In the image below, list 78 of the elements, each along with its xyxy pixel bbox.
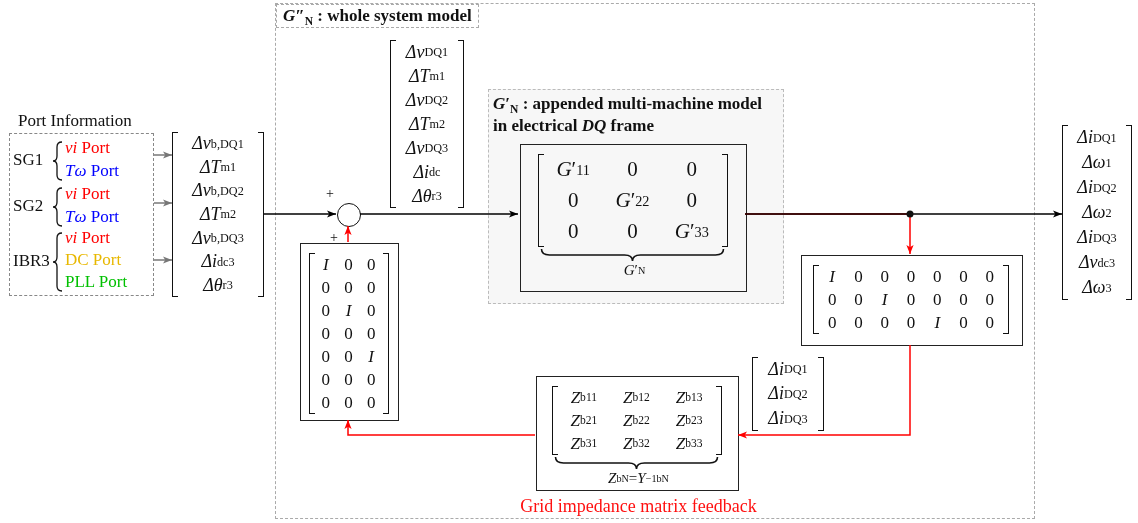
matrix-entry: 0 [879, 311, 890, 334]
matrix-entry: I [933, 311, 942, 334]
matrix-entry: 0 [343, 391, 354, 414]
matrix-entry: 0 [958, 265, 969, 288]
matrix-entry: 0 [905, 265, 917, 288]
matrix-entry: 0 [984, 311, 996, 334]
matrix-entry: 0 [905, 288, 917, 311]
port-label: Tω Port [65, 160, 120, 181]
matrix-entry: 0 [320, 276, 332, 299]
matrix-entry: 0 [626, 218, 639, 245]
matrix-entry: 0 [932, 265, 943, 288]
matrix-block [520, 144, 747, 292]
matrix-entry: 0 [958, 288, 969, 311]
matrix-entry: 0 [566, 218, 580, 245]
region-heading: G″$_{N}$ : whole system model [276, 4, 479, 28]
matrix-entry: 0 [932, 288, 943, 311]
matrix-entry: I [828, 265, 837, 288]
device-label: SG2 [13, 196, 44, 216]
matrix-entry: 0 [685, 187, 699, 214]
port-label: vi Port [65, 183, 110, 204]
matrix-block [300, 243, 399, 421]
matrix-entry: 0 [958, 311, 969, 334]
matrix-entry: 0 [320, 391, 332, 414]
matrix-entry: 0 [365, 368, 377, 391]
arrow [153, 199, 173, 207]
matrix-entry: 0 [626, 156, 639, 183]
sign-label: + [326, 186, 334, 202]
arrow [153, 256, 173, 264]
matrix-entry: I [880, 288, 889, 311]
arrow [263, 210, 337, 218]
matrix-entry: 0 [826, 311, 838, 334]
arrow [344, 419, 536, 436]
matrix-entry: 0 [320, 345, 332, 368]
matrix-entry: 0 [984, 265, 996, 288]
matrix-entry: 0 [343, 345, 354, 368]
matrix-entry: 0 [365, 299, 377, 322]
device-label: IBR3 [13, 251, 50, 271]
port-label: vi Port [65, 228, 110, 248]
system-boundary [275, 3, 1035, 519]
matrix-entry: I [367, 345, 376, 368]
matrix-entry: 0 [343, 322, 354, 345]
device-label: SG1 [13, 150, 44, 170]
matrix-entry: 0 [826, 288, 838, 311]
arrow [153, 151, 173, 159]
matrix-entry: 0 [365, 253, 377, 276]
matrix-entry: 0 [566, 187, 580, 214]
matrix-entry: 0 [984, 288, 996, 311]
matrix-entry: 0 [685, 156, 699, 183]
arrow [744, 210, 1063, 218]
block-label: Grid impedance matrix feedback [519, 496, 758, 517]
port-label: Tω Port [65, 206, 120, 227]
sign-label: + [330, 230, 338, 246]
arrow [359, 210, 519, 218]
matrix-entry: 0 [343, 276, 354, 299]
matrix-entry: 0 [905, 311, 917, 334]
matrix-entry: I [344, 299, 353, 322]
matrix-entry: 0 [853, 288, 864, 311]
matrix-entry: I [322, 253, 330, 276]
port-label: PLL Port [65, 272, 128, 292]
model-panel [488, 89, 784, 304]
matrix-entry: 0 [343, 368, 354, 391]
matrix-entry: 0 [320, 368, 332, 391]
arrow [344, 225, 352, 243]
panel-heading: G′$_{N}$ : appended multi-machine model in electrical DQ frame [493, 93, 764, 137]
matrix-entry: 0 [365, 322, 377, 345]
matrix-entry: 0 [879, 265, 890, 288]
matrix-entry: 0 [343, 253, 354, 276]
matrix-entry: 0 [365, 276, 377, 299]
matrix-entry: 0 [853, 311, 864, 334]
port-label: vi Port [65, 137, 110, 158]
matrix-entry: 0 [853, 265, 864, 288]
arrow [737, 344, 911, 439]
matrix-entry: 0 [365, 391, 377, 414]
box-heading: Port Information [18, 111, 132, 131]
matrix-block [801, 255, 1023, 346]
matrix-entry: 0 [320, 322, 332, 345]
port-label: DC Port [65, 250, 122, 270]
matrix-entry: 0 [320, 299, 332, 322]
